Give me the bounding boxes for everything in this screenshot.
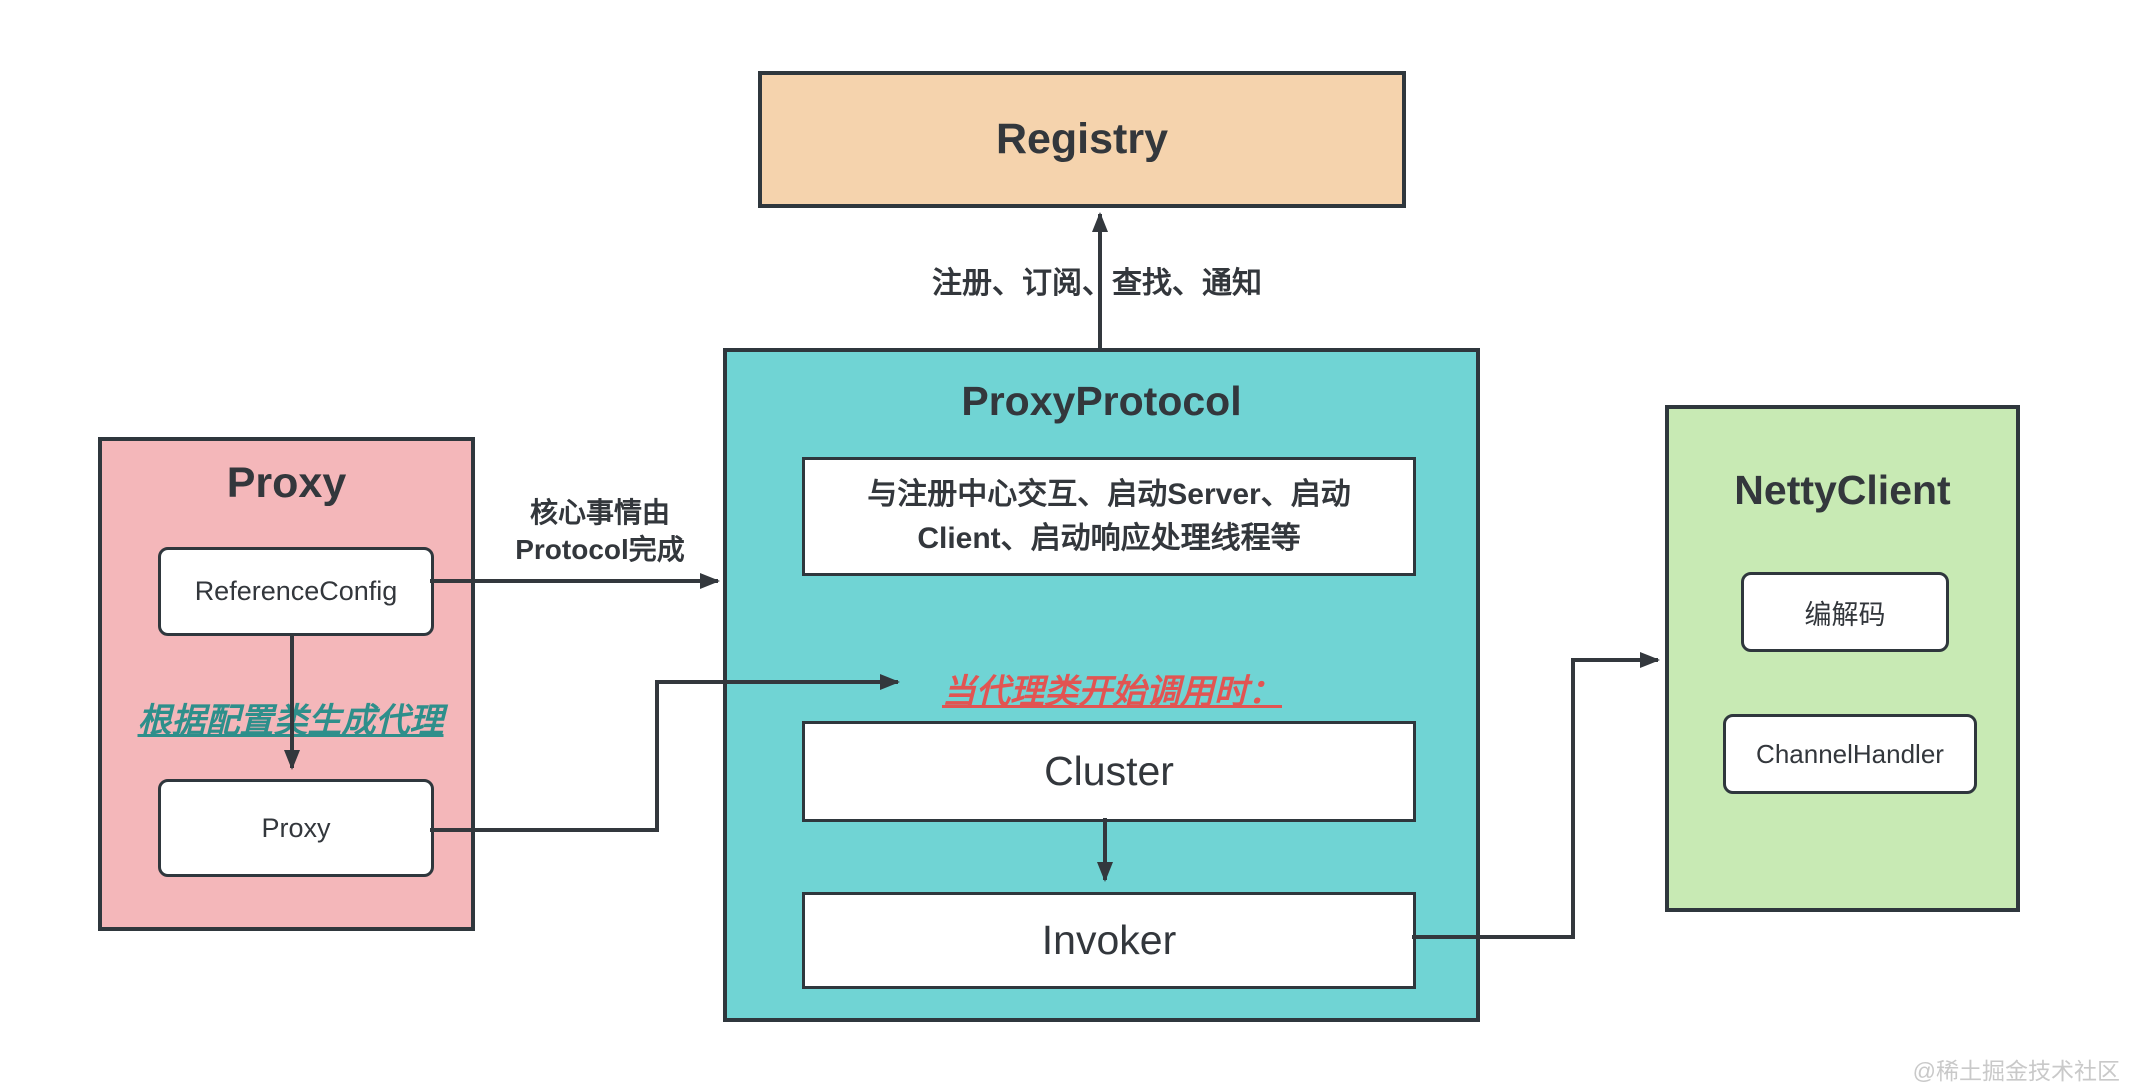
proxy-protocol-node: ProxyProtocol 与注册中心交互、启动Server、启动 Client… — [723, 348, 1480, 1022]
registry-node: Registry — [758, 71, 1406, 208]
reference-config-node: ReferenceConfig — [158, 547, 434, 636]
netty-client-node: NettyClient 编解码 ChannelHandler — [1665, 405, 2020, 912]
protocol-link-label: 核心事情由 Protocol完成 — [515, 497, 685, 565]
proxy-protocol-title: ProxyProtocol — [961, 378, 1242, 424]
registry-title: Registry — [995, 115, 1169, 163]
invoker-node: Invoker — [802, 892, 1416, 989]
registry-link-label: 注册、订阅、查找、通知 — [932, 267, 1262, 300]
channel-handler-node: ChannelHandler — [1723, 714, 1977, 794]
invoke-note: 当代理类开始调用时： — [942, 673, 1282, 711]
proxy-container-title: Proxy — [226, 459, 347, 507]
cluster-node: Cluster — [802, 721, 1416, 822]
proxy-protocol-description-box: 与注册中心交互、启动Server、启动 Client、启动响应处理线程等 — [802, 457, 1416, 576]
netty-client-title: NettyClient — [1734, 467, 1951, 513]
proxy-protocol-description: 与注册中心交互、启动Server、启动 Client、启动响应处理线程等 — [867, 477, 1351, 555]
codec-node: 编解码 — [1741, 572, 1949, 652]
proxy-node: Proxy — [158, 779, 434, 877]
proxy-container-node: Proxy ReferenceConfig 根据配置类生成代理 Proxy — [98, 437, 475, 931]
watermark: @稀土掘金技术社区 — [1912, 1058, 2120, 1084]
generate-proxy-note: 根据配置类生成代理 — [137, 702, 444, 740]
